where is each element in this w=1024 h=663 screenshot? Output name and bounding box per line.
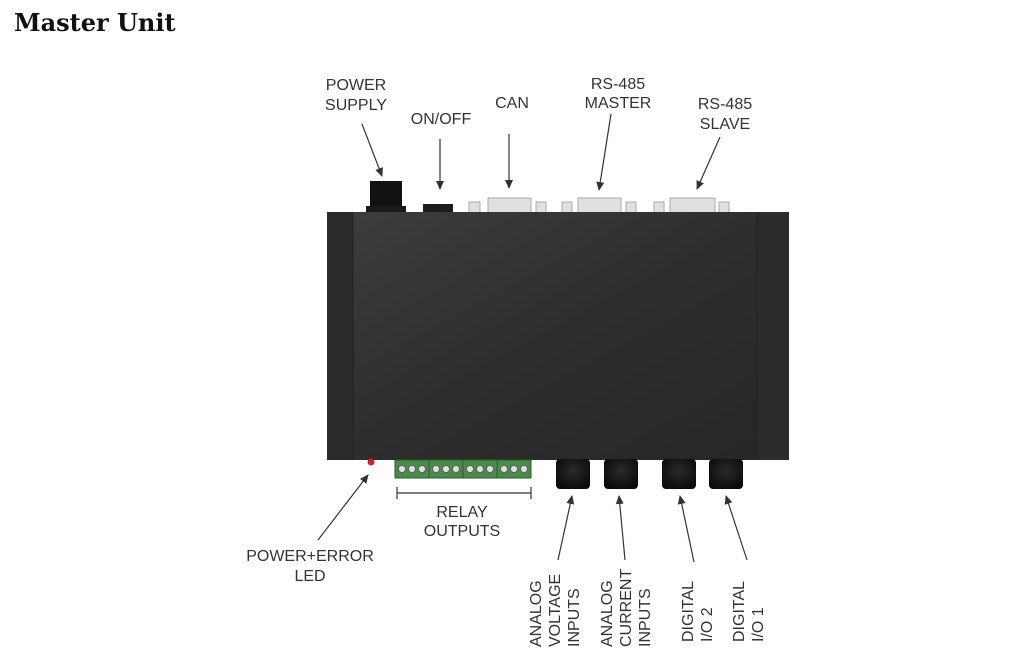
arrow-analog-current <box>615 495 626 561</box>
svg-text:I/O 1: I/O 1 <box>750 607 767 642</box>
svg-text:MASTER: MASTER <box>585 95 652 112</box>
arrow-rs485-master <box>596 113 612 191</box>
on-off-switch <box>423 204 453 214</box>
analog-voltage-jack <box>556 459 590 489</box>
relay-bracket <box>396 487 532 499</box>
label-rs485-master: RS-485 MASTER <box>585 76 652 112</box>
svg-text:CURRENT: CURRENT <box>618 569 635 647</box>
arrow-rs485-slave <box>696 136 721 190</box>
page-title: Master Unit <box>14 8 176 37</box>
label-can: CAN <box>495 95 529 112</box>
arrow-analog-voltage <box>557 495 575 561</box>
svg-text:INPUTS: INPUTS <box>566 588 583 647</box>
svg-text:POWER+ERROR: POWER+ERROR <box>246 548 374 565</box>
rs485-slave-connector <box>653 197 730 215</box>
label-rs485-slave: RS-485 SLAVE <box>698 96 752 133</box>
svg-text:POWER: POWER <box>326 77 386 94</box>
power-error-led <box>367 458 375 466</box>
svg-text:LED: LED <box>294 568 325 585</box>
label-analog-voltage: ANALOG VOLTAGE INPUTS <box>528 574 583 647</box>
svg-text:ANALOG: ANALOG <box>528 580 545 647</box>
svg-text:VOLTAGE: VOLTAGE <box>547 574 564 647</box>
arrow-digital-io-1 <box>724 495 748 561</box>
svg-text:RS-485: RS-485 <box>591 76 645 93</box>
arrow-power-error-led <box>317 474 369 541</box>
arrow-digital-io-2 <box>677 495 695 563</box>
label-on-off: ON/OFF <box>411 111 472 128</box>
label-analog-current: ANALOG CURRENT INPUTS <box>599 569 654 647</box>
label-power-error-led: POWER+ERROR LED <box>246 548 374 585</box>
svg-text:RS-485: RS-485 <box>698 96 752 113</box>
analog-current-jack <box>604 459 638 489</box>
svg-text:DIGITAL: DIGITAL <box>731 581 748 642</box>
digital-io-2-jack <box>662 459 696 489</box>
label-power-supply: POWER SUPPLY <box>325 77 387 114</box>
svg-text:RELAY: RELAY <box>436 504 488 521</box>
label-digital-io-1: DIGITAL I/O 1 <box>731 581 767 642</box>
svg-text:ANALOG: ANALOG <box>599 580 616 647</box>
svg-text:OUTPUTS: OUTPUTS <box>424 523 500 540</box>
device-body <box>327 212 789 460</box>
can-connector <box>468 197 547 215</box>
rs485-master-connector <box>561 197 637 215</box>
relay-terminal-blocks <box>394 459 532 479</box>
svg-text:DIGITAL: DIGITAL <box>680 581 697 642</box>
label-digital-io-2: DIGITAL I/O 2 <box>680 581 716 642</box>
svg-text:CAN: CAN <box>495 95 529 112</box>
svg-text:INPUTS: INPUTS <box>637 588 654 647</box>
svg-text:I/O 2: I/O 2 <box>699 607 716 642</box>
svg-text:ON/OFF: ON/OFF <box>411 111 472 128</box>
svg-text:SLAVE: SLAVE <box>700 116 750 133</box>
digital-io-1-jack <box>709 459 743 489</box>
arrow-power-supply <box>361 123 383 177</box>
label-relay-outputs: RELAY OUTPUTS <box>424 504 500 540</box>
svg-text:SUPPLY: SUPPLY <box>325 97 387 114</box>
power-jack <box>366 181 406 215</box>
